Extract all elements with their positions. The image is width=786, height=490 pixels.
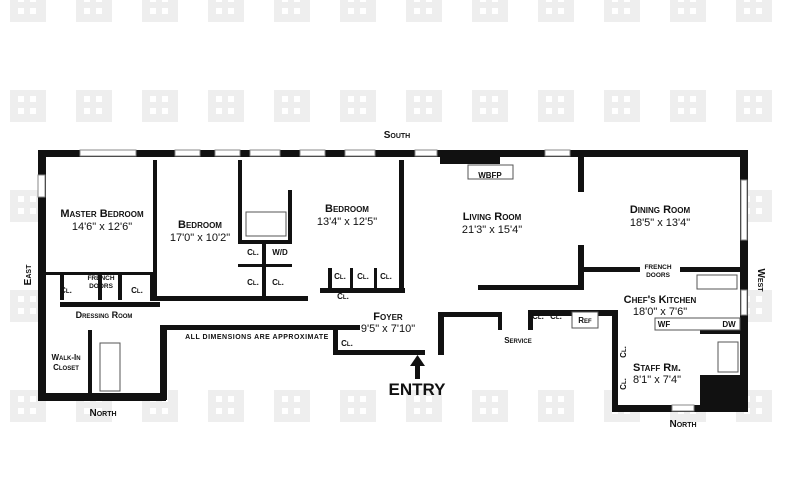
closet-label: Cl.	[619, 346, 628, 358]
room-dining-dim: 18'5" x 13'4"	[630, 217, 690, 229]
entry-arrow	[415, 365, 420, 379]
fixtures	[99, 164, 741, 392]
stove	[696, 274, 738, 290]
compass-west: West	[755, 268, 766, 292]
bathtub	[99, 342, 121, 392]
bathtub	[717, 341, 739, 373]
closet-label: Cl.	[532, 312, 544, 321]
french-doors-label-4: DOORS	[646, 272, 671, 279]
closet-label: Cl.	[60, 286, 72, 295]
room-master-bedroom: Master Bedroom	[60, 208, 144, 220]
closet-label: Cl.	[380, 272, 392, 281]
room-walk-in-closet-line2: Closet	[53, 363, 79, 372]
dishwasher-label: DW	[722, 320, 736, 329]
refrigerator	[571, 311, 599, 329]
compass-south: South	[384, 130, 411, 141]
french-doors-label-3: FRENCH	[644, 264, 671, 271]
room-dining: Dining Room	[630, 204, 691, 216]
closet-label: Cl.	[550, 312, 562, 321]
room-living-dim: 21'3" x 15'4"	[462, 224, 522, 236]
dimensions-note: All dimensions are approximate	[185, 334, 329, 341]
closet-label: Cl.	[337, 292, 349, 301]
fireplace	[467, 164, 514, 180]
bathtub	[245, 211, 287, 237]
french-doors-label-1: FRENCH	[87, 275, 114, 282]
counter	[654, 317, 741, 331]
room-staff: Staff Rm.	[633, 362, 681, 374]
compass-north-right: North	[669, 419, 696, 430]
room-bedroom-1-dim: 17'0" x 10'2"	[170, 232, 230, 244]
room-staff-dim: 8'1" x 7'4"	[633, 374, 681, 386]
washer-dryer-label: W/D	[272, 248, 288, 257]
closet-label: Cl.	[341, 339, 353, 348]
compass-north-left: North	[89, 408, 116, 419]
french-doors-label-2: DOORS	[89, 283, 114, 290]
closet-label: Cl.	[247, 278, 259, 287]
service-label: Service	[504, 336, 532, 345]
room-kitchen-dim: 18'0" x 7'6"	[633, 306, 687, 318]
closet-label: Cl.	[131, 286, 143, 295]
closet-label: Cl.	[272, 278, 284, 287]
closet-label: Cl.	[334, 272, 346, 281]
room-bedroom-2: Bedroom	[325, 203, 369, 215]
entry-arrow-head	[410, 355, 425, 366]
room-dressing: Dressing Room	[76, 310, 133, 320]
water-filter-label: WF	[658, 320, 671, 329]
fireplace-label: WBFP	[478, 171, 502, 180]
room-kitchen: Chef's Kitchen	[624, 294, 697, 306]
room-bedroom-1: Bedroom	[178, 219, 222, 231]
closet-label: Cl.	[357, 272, 369, 281]
room-foyer: Foyer	[373, 311, 403, 323]
closet-label: Cl.	[619, 378, 628, 390]
compass-east: East	[23, 264, 34, 285]
windows	[37, 149, 748, 412]
room-master-bedroom-dim: 14'6" x 12'6"	[72, 221, 132, 233]
refrigerator-label: Ref	[578, 316, 592, 325]
room-bedroom-2-dim: 13'4" x 12'5"	[317, 216, 377, 228]
closet-label: Cl.	[247, 248, 259, 257]
closet-labels: Cl. Cl. Cl. Cl. Cl. Cl. Cl. Cl. Cl. Cl. …	[60, 248, 628, 390]
room-walk-in-closet-line1: Walk-In	[51, 353, 80, 362]
walls	[38, 150, 748, 412]
room-living: Living Room	[463, 211, 522, 223]
room-foyer-dim: 9'5" x 7'10"	[361, 323, 415, 335]
entry-label: ENTRY	[389, 380, 447, 399]
